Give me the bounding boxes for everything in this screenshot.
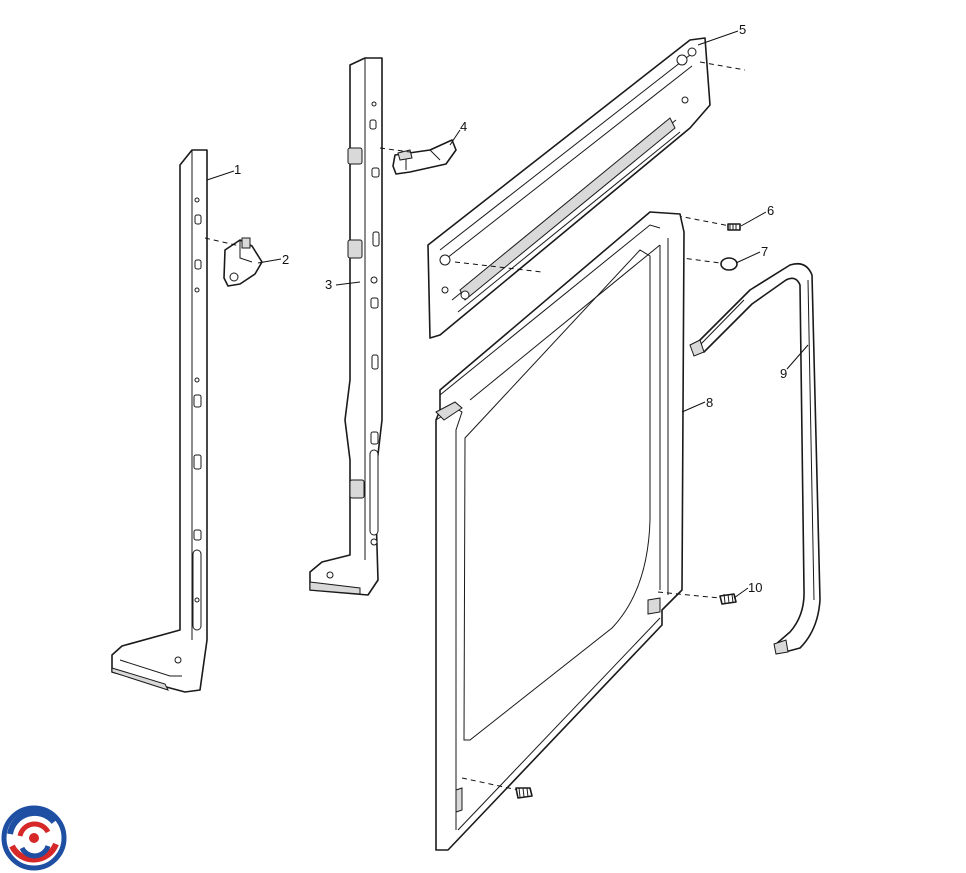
part-4-upper-hinge-bracket xyxy=(379,139,457,175)
part-1-left-bracket xyxy=(111,149,208,693)
leader-lines xyxy=(206,30,809,599)
callout-10: 10 xyxy=(748,580,762,595)
part-5-door-top-trim xyxy=(427,37,746,339)
part-2-hinge-bracket xyxy=(204,237,263,287)
part-8-door-frame xyxy=(435,211,721,851)
callout-4: 4 xyxy=(460,119,467,134)
part-9-door-gasket xyxy=(689,262,821,655)
callout-2: 2 xyxy=(282,252,289,267)
brand-logo-icon xyxy=(1,805,67,871)
callout-3: 3 xyxy=(325,277,332,292)
part-10-screw xyxy=(719,593,737,605)
callout-1: 1 xyxy=(234,162,241,177)
callout-7: 7 xyxy=(761,244,768,259)
frame-bottom-screw xyxy=(515,787,533,799)
callout-9: 9 xyxy=(780,366,787,381)
part-3-middle-bracket xyxy=(309,57,383,596)
callout-5: 5 xyxy=(739,22,746,37)
callout-8: 8 xyxy=(706,395,713,410)
callout-labels: 1 2 3 4 5 6 7 8 9 10 xyxy=(234,22,787,595)
callout-6: 6 xyxy=(767,203,774,218)
